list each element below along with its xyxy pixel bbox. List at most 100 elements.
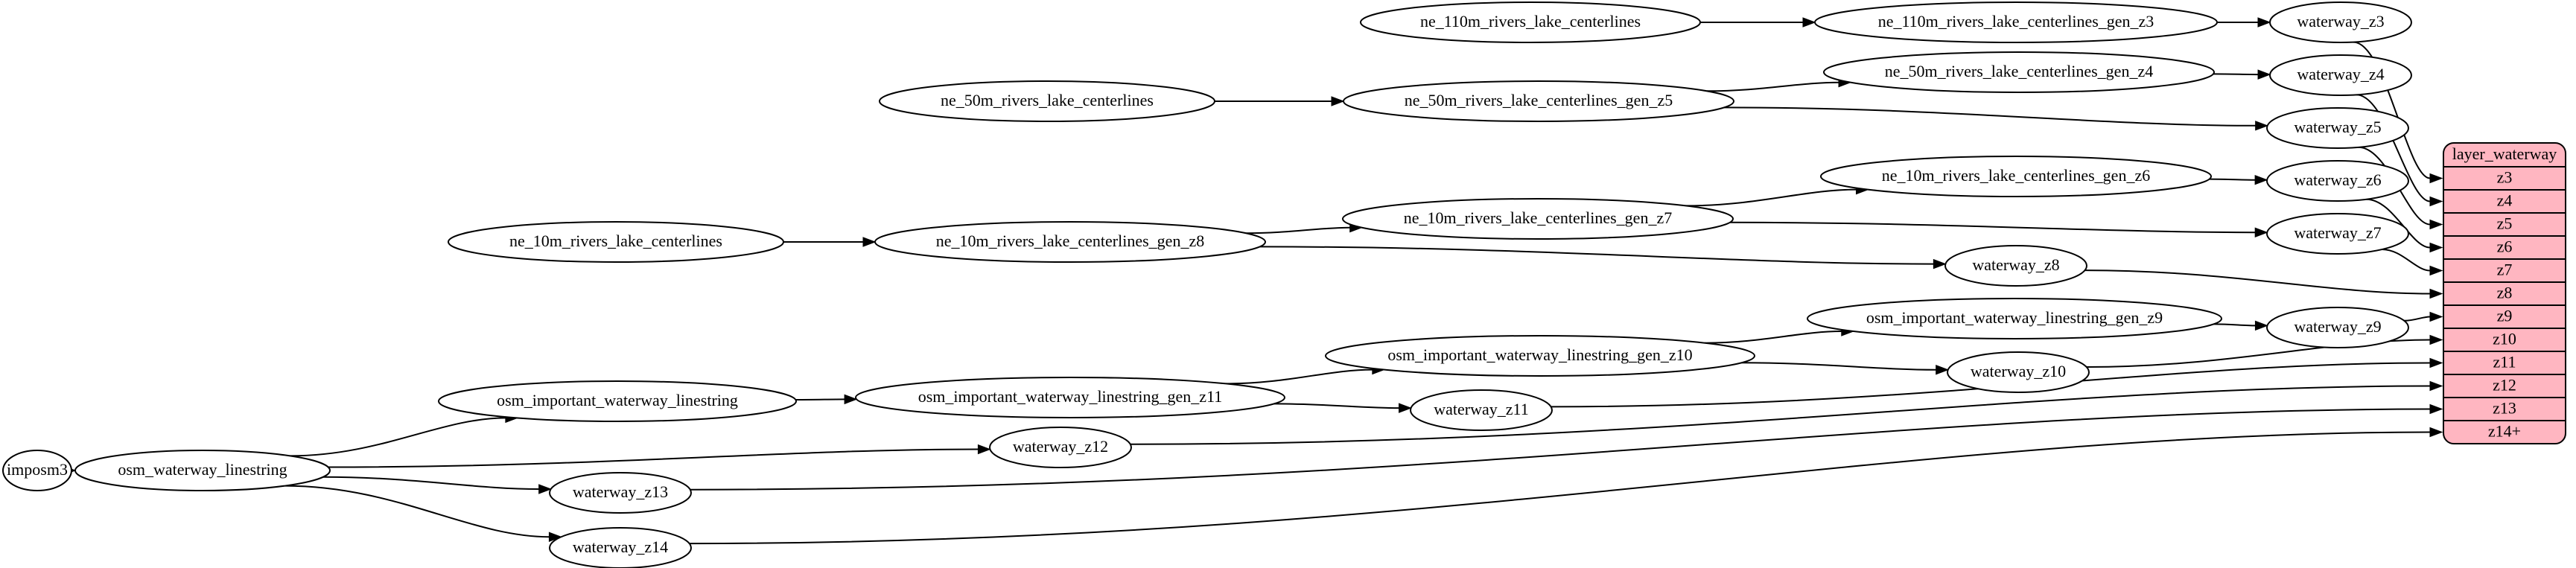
node-label: ne_50m_rivers_lake_centerlines — [941, 91, 1154, 109]
node-osm_important_waterway_linestring_gen_z10[interactable]: osm_important_waterway_linestring_gen_z1… — [1325, 335, 1755, 377]
node-ne_10m_rivers_lake_centerlines_gen_z6[interactable]: ne_10m_rivers_lake_centerlines_gen_z6 — [1820, 156, 2212, 197]
node-ne_10m_rivers_lake_centerlines[interactable]: ne_10m_rivers_lake_centerlines — [448, 221, 784, 263]
edge-arrowhead — [2429, 242, 2443, 253]
node-label: imposm3 — [7, 460, 68, 479]
node-label: osm_important_waterway_linestring_gen_z9 — [1866, 308, 2163, 327]
record-node-layer: layer_waterway z3 z4 z5 z6 z7 z8 z9 z10 z11 z12 z13… — [2443, 142, 2566, 444]
node-label: waterway_z6 — [2294, 170, 2381, 189]
node-shape — [1820, 156, 2212, 197]
node-ne_50m_rivers_lake_centerlines_gen_z4[interactable]: ne_50m_rivers_lake_centerlines_gen_z4 — [1823, 51, 2215, 93]
node-osm_waterway_linestring[interactable]: osm_waterway_linestring — [74, 450, 331, 491]
edge-arrowhead — [2429, 334, 2443, 345]
node-ne_50m_rivers_lake_centerlines[interactable]: ne_50m_rivers_lake_centerlines — [879, 80, 1215, 122]
edge-arrowhead — [538, 484, 553, 494]
nodes-layer: imposm3 osm_waterway_linestring osm_import… — [2, 1, 2412, 568]
node-shape — [2266, 160, 2409, 202]
record-title: layer_waterway — [2452, 144, 2557, 163]
edges-layer — [62, 17, 2443, 545]
node-shape — [1325, 335, 1755, 377]
node-label: waterway_z3 — [2297, 12, 2384, 31]
edge-arrowhead — [2429, 265, 2443, 276]
edge-arrowhead — [862, 237, 877, 247]
edge-arrowhead — [844, 394, 858, 405]
node-waterway_z8[interactable]: waterway_z8 — [1944, 245, 2087, 287]
node-ne_10m_rivers_lake_centerlines_gen_z8[interactable]: ne_10m_rivers_lake_centerlines_gen_z8 — [874, 221, 1266, 263]
node-ne_10m_rivers_lake_centerlines_gen_z7[interactable]: ne_10m_rivers_lake_centerlines_gen_z7 — [1342, 198, 1734, 240]
record-row-z8[interactable]: z8 — [2497, 284, 2513, 302]
edge-arrowhead — [2429, 403, 2443, 415]
edge-ne_10m_rivers_lake_centerlines_gen_z6-to-waterway_z6 — [2209, 178, 2256, 181]
edge-waterway_z4-to-row-z4 — [2356, 94, 2431, 202]
node-shape — [2, 450, 72, 491]
node-label: ne_10m_rivers_lake_centerlines_gen_z7 — [1404, 208, 1672, 227]
node-shape — [879, 80, 1215, 122]
edge-ne_50m_rivers_lake_centerlines_gen_z5-to-ne_50m_rivers_lake_centerlines_gen_z4 — [1706, 81, 1839, 92]
edge-arrowhead — [2429, 427, 2443, 438]
node-shape — [549, 472, 692, 514]
record-row-z6[interactable]: z6 — [2497, 237, 2513, 256]
record-row-z13[interactable]: z13 — [2493, 399, 2516, 418]
node-shape — [1814, 1, 2218, 43]
record-row-z7[interactable]: z7 — [2497, 261, 2513, 279]
node-waterway_z14[interactable]: waterway_z14 — [549, 527, 692, 568]
edge-osm_important_waterway_linestring_gen_z9-to-waterway_z9 — [2213, 323, 2256, 327]
node-label: ne_10m_rivers_lake_centerlines — [509, 232, 722, 250]
record-row-z9[interactable]: z9 — [2497, 307, 2513, 325]
record-row-z3[interactable]: z3 — [2497, 168, 2513, 187]
edge-arrowhead — [1936, 365, 1950, 375]
record-row-z12[interactable]: z12 — [2493, 376, 2516, 395]
node-label: ne_10m_rivers_lake_centerlines_gen_z8 — [936, 232, 1204, 250]
node-waterway_z7[interactable]: waterway_z7 — [2266, 213, 2409, 255]
node-waterway_z6[interactable]: waterway_z6 — [2266, 160, 2409, 202]
node-waterway_z4[interactable]: waterway_z4 — [2269, 54, 2412, 96]
node-waterway_z10[interactable]: waterway_z10 — [1947, 351, 2090, 393]
node-waterway_z11[interactable]: waterway_z11 — [1410, 389, 1553, 431]
edge-ne_10m_rivers_lake_centerlines_gen_z8-to-waterway_z8 — [1259, 246, 1934, 265]
edge-waterway_z12-to-row-z12 — [1130, 385, 2431, 445]
node-label: osm_important_waterway_linestring_gen_z1… — [1387, 345, 1692, 364]
node-shape — [74, 450, 331, 491]
node-ne_110m_rivers_lake_centerlines_gen_z3[interactable]: ne_110m_rivers_lake_centerlines_gen_z3 — [1814, 1, 2218, 43]
node-ne_50m_rivers_lake_centerlines_gen_z5[interactable]: ne_50m_rivers_lake_centerlines_gen_z5 — [1343, 80, 1734, 122]
record-row-z11[interactable]: z11 — [2493, 353, 2516, 371]
record-node-layer-waterway[interactable]: layer_waterway z3 z4 z5 z6 z7 z8 z9 z10 z11 z12 z13… — [2443, 142, 2566, 444]
node-label: waterway_z12 — [1013, 437, 1108, 456]
node-shape — [1807, 298, 2222, 339]
node-waterway_z12[interactable]: waterway_z12 — [989, 427, 1132, 468]
node-waterway_z5[interactable]: waterway_z5 — [2266, 107, 2409, 149]
edge-arrowhead — [2255, 121, 2269, 131]
node-shape — [989, 427, 1132, 468]
node-shape — [855, 377, 1285, 418]
node-waterway_z3[interactable]: waterway_z3 — [2269, 1, 2412, 43]
edge-osm_important_waterway_linestring-to-osm_important_waterway_linestring_gen_z11 — [795, 398, 845, 401]
edge-arrowhead — [2429, 311, 2443, 322]
node-ne_110m_rivers_lake_centerlines[interactable]: ne_110m_rivers_lake_centerlines — [1360, 1, 1701, 43]
node-osm_important_waterway_linestring_gen_z11[interactable]: osm_important_waterway_linestring_gen_z1… — [855, 377, 1285, 418]
edge-waterway_z7-to-row-z7 — [2382, 249, 2431, 272]
edge-arrowhead — [977, 444, 991, 455]
edge-arrowhead — [2429, 357, 2443, 368]
node-osm_important_waterway_linestring[interactable]: osm_important_waterway_linestring — [438, 380, 797, 422]
record-row-z10[interactable]: z10 — [2493, 330, 2516, 348]
node-waterway_z13[interactable]: waterway_z13 — [549, 472, 692, 514]
edge-osm_important_waterway_linestring_gen_z10-to-waterway_z10 — [1741, 362, 1936, 371]
node-shape — [1343, 80, 1734, 122]
node-waterway_z9[interactable]: waterway_z9 — [2266, 307, 2409, 348]
node-label: osm_important_waterway_linestring_gen_z1… — [918, 387, 1223, 406]
node-label: osm_important_waterway_linestring — [497, 391, 738, 409]
edge-ne_10m_rivers_lake_centerlines_gen_z8-to-ne_10m_rivers_lake_centerlines_gen_z7 — [1246, 226, 1350, 234]
edge-waterway_z8-to-row-z8 — [2084, 269, 2431, 295]
record-row-z4[interactable]: z4 — [2497, 191, 2513, 210]
node-label: waterway_z11 — [1434, 400, 1528, 418]
record-row-z5[interactable]: z5 — [2497, 214, 2513, 233]
node-shape — [1944, 245, 2087, 287]
node-label: waterway_z5 — [2294, 118, 2381, 136]
node-shape — [2269, 1, 2412, 43]
record-row-z14+[interactable]: z14+ — [2488, 422, 2521, 441]
node-imposm3[interactable]: imposm3 — [2, 450, 72, 491]
node-osm_important_waterway_linestring_gen_z9[interactable]: osm_important_waterway_linestring_gen_z9 — [1807, 298, 2222, 339]
edge-arrowhead — [2429, 380, 2443, 392]
edge-osm_waterway_linestring-to-waterway_z14 — [284, 485, 550, 538]
record-outline — [2443, 142, 2566, 444]
